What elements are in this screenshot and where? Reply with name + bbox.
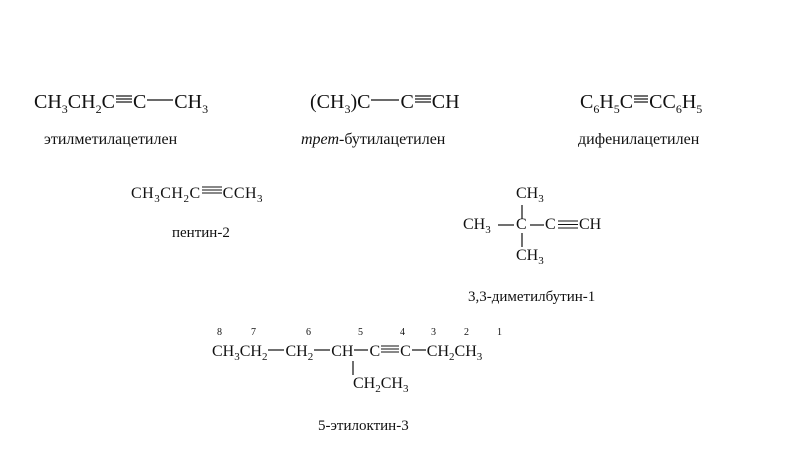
name-pentyne-2: пентин-2	[172, 225, 230, 241]
top-methyl: CH3	[516, 185, 544, 206]
single-bond	[370, 86, 400, 106]
vertical-bond-top	[521, 205, 523, 219]
vertical-bond-bottom	[521, 233, 523, 247]
locant-7: 7	[251, 327, 256, 338]
single-bond-left	[498, 224, 514, 226]
single-bond	[313, 340, 331, 356]
left-methyl: CH3	[463, 216, 491, 237]
locant-4: 4	[400, 327, 405, 338]
locant-3: 3	[431, 327, 436, 338]
single-bond	[267, 340, 285, 356]
name-ethyloctyne: 5-этилоктин-3	[318, 418, 409, 434]
locant-2: 2	[464, 327, 469, 338]
ethyl-branch: CH2CH3	[353, 375, 409, 396]
name-ethylmethylacetylene: этилметилацетилен	[44, 131, 178, 148]
bottom-methyl: CH3	[516, 247, 544, 268]
name-tert-butylacetylene: трет-бутилацетилен	[301, 131, 446, 148]
name-diphenylacetylene: дифенилацетилен	[578, 131, 700, 148]
single-bond-right	[530, 224, 544, 226]
single-bond	[411, 340, 427, 356]
triple-bond	[380, 341, 400, 357]
triple-bond	[558, 220, 578, 229]
vertical-bond-branch	[352, 361, 354, 375]
terminal-ch: CH	[579, 216, 602, 233]
central-carbon: C	[516, 216, 527, 233]
locant-1: 1	[497, 327, 502, 338]
locant-8: 8	[217, 327, 222, 338]
locant-5: 5	[358, 327, 363, 338]
triple-bond	[115, 87, 133, 107]
single-bond	[353, 340, 369, 356]
triple-bond	[414, 87, 432, 107]
single-bond	[146, 86, 174, 106]
triple-bond	[201, 182, 223, 198]
triple-bond	[633, 87, 649, 107]
locant-6: 6	[306, 327, 311, 338]
alkyne-carbon: C	[545, 216, 556, 233]
name-dimethylbutyne: 3,3-диметилбутин-1	[468, 289, 596, 305]
